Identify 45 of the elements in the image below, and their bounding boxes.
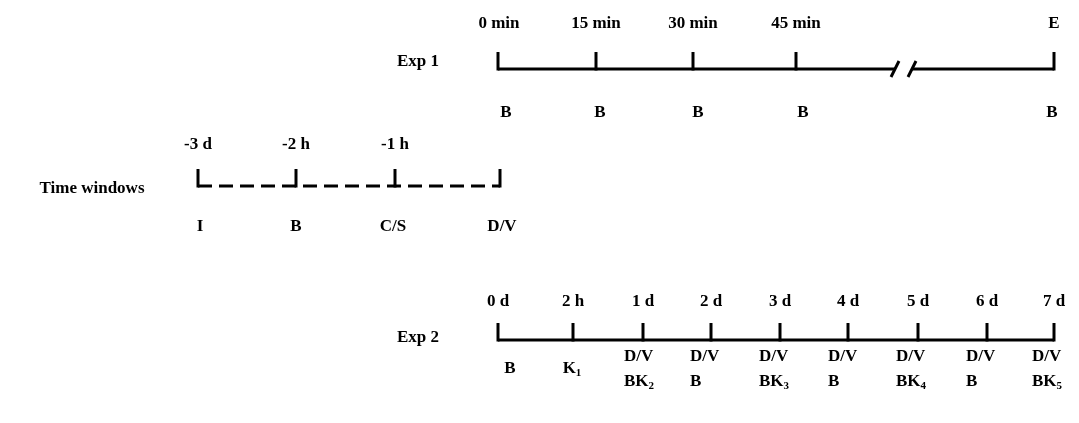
tick-label: 1 d: [631, 291, 655, 309]
event-label: K$_{1}$: [562, 358, 582, 376]
event-label: BK$_{2}$: [624, 371, 655, 389]
event-label: B: [966, 371, 978, 389]
event-label: B: [594, 102, 606, 120]
tick-label: E: [1048, 13, 1060, 31]
event-label: B: [1046, 102, 1058, 120]
tick-label: 7 d: [1042, 291, 1066, 309]
event-label: B: [797, 102, 809, 120]
event-label: D/V: [759, 346, 789, 364]
tick-label: 5 d: [906, 291, 930, 309]
tick-label: 2 h: [561, 291, 585, 309]
event-label: D/V: [896, 346, 926, 364]
event-label: BK$_{5}$: [1032, 371, 1063, 389]
event-label: B: [828, 371, 840, 389]
tick-label: 3 d: [768, 291, 792, 309]
tick-label: -3 d: [184, 134, 212, 152]
tick-label: 30 min: [668, 13, 718, 31]
event-label: BK$_{3}$: [759, 371, 790, 389]
event-label: D/V: [1032, 346, 1062, 364]
event-label: B: [504, 358, 516, 376]
tick-label: 6 d: [975, 291, 999, 309]
tick-label: 0 d: [486, 291, 510, 309]
event-label: B: [500, 102, 512, 120]
row-label: Exp 2: [397, 327, 439, 345]
row-label: Time windows: [39, 178, 145, 196]
event-label: B: [290, 216, 302, 234]
tick-label: 4 d: [836, 291, 860, 309]
tick-label: 45 min: [771, 13, 821, 31]
event-label: D/V: [966, 346, 996, 364]
event-label: D/V: [690, 346, 720, 364]
event-label: B: [690, 371, 702, 389]
row-label: Exp 1: [397, 51, 439, 69]
tick-label: 15 min: [571, 13, 621, 31]
event-label: B: [692, 102, 704, 120]
event-label: D/V: [828, 346, 858, 364]
tick-label: 0 min: [478, 13, 520, 31]
tick-label: -2 h: [282, 134, 310, 152]
tick-label: 2 d: [699, 291, 723, 309]
event-label: BK$_{4}$: [896, 371, 927, 389]
event-label: D/V: [624, 346, 654, 364]
event-label: I: [196, 216, 204, 234]
event-label: C/S: [379, 216, 407, 234]
event-label: D/V: [487, 216, 517, 234]
tick-label: -1 h: [381, 134, 409, 152]
